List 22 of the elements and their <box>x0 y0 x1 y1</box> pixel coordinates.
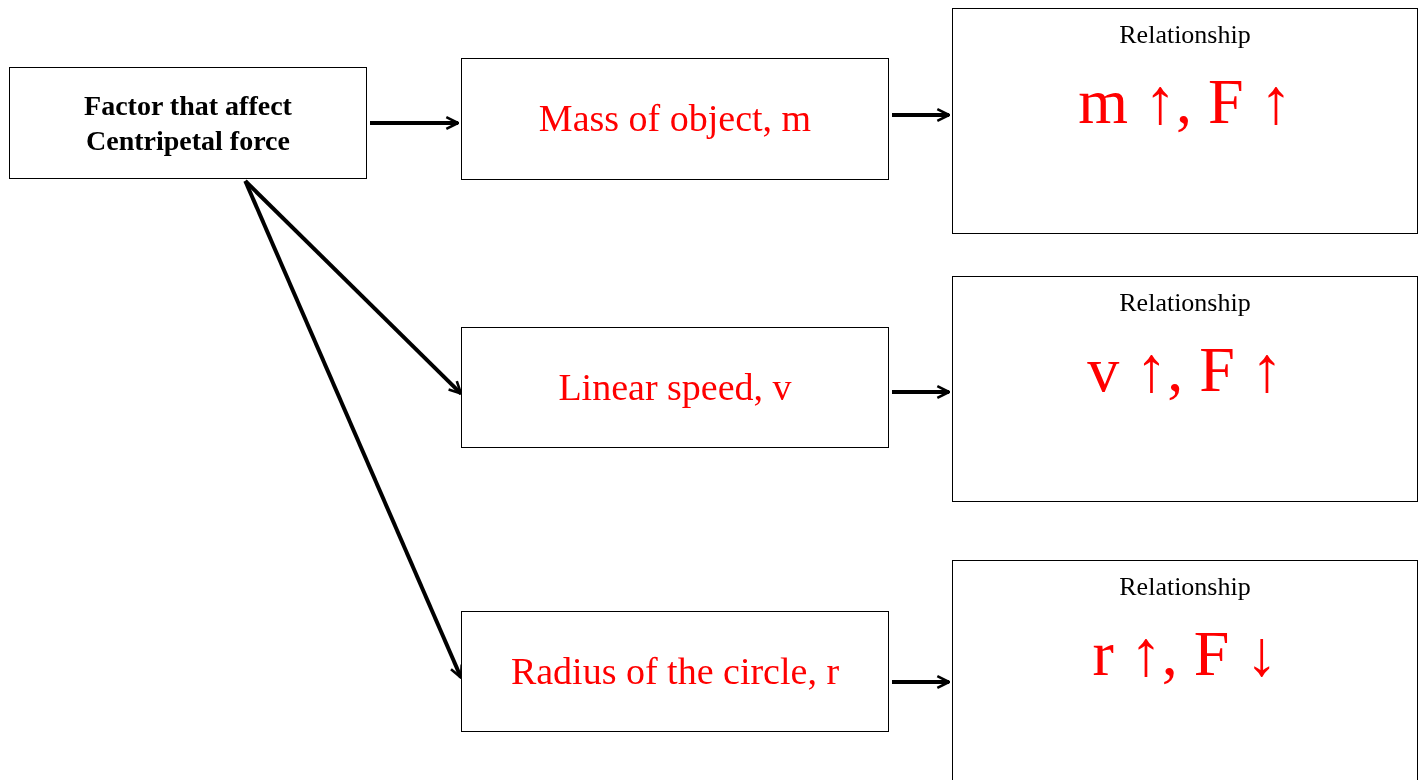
arrow <box>892 107 951 123</box>
arrow <box>243 180 463 679</box>
relationship-formula: m ↑, F ↑ <box>1078 69 1292 134</box>
factor-box <box>461 58 889 180</box>
arrow <box>892 384 951 400</box>
relationship-box <box>952 560 1418 780</box>
box-heading: Relationship <box>1119 571 1251 603</box>
relationship-formula: r ↑, F ↓ <box>1092 621 1278 686</box>
topic-text: Factor that affect Centripetal force <box>83 89 293 158</box>
arrow <box>370 115 460 131</box>
factor-text: Radius of the circle, r <box>510 648 840 694</box>
factor-box <box>461 611 889 732</box>
relationship-formula: v ↑, F ↑ <box>1087 337 1283 402</box>
box-heading: Relationship <box>1119 19 1251 51</box>
arrow <box>892 674 951 690</box>
factor-text: Mass of object, m <box>538 96 812 142</box>
factor-text: Linear speed, v <box>558 364 792 410</box>
relationship-box <box>952 276 1418 502</box>
factor-box <box>461 327 889 448</box>
relationship-box <box>952 8 1418 234</box>
box-heading: Relationship <box>1119 287 1251 319</box>
topic-box <box>9 67 367 179</box>
